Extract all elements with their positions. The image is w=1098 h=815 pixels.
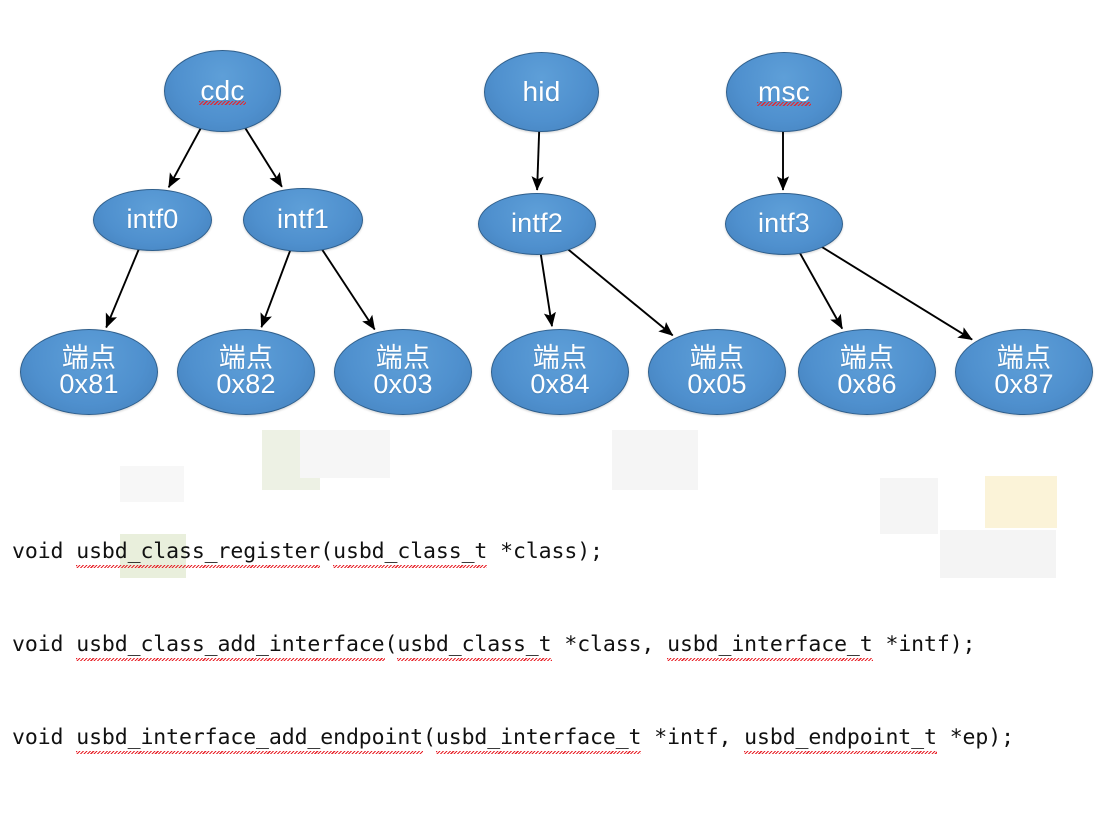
code-token: void — [12, 632, 77, 657]
node-label: intf0 — [126, 204, 179, 235]
code-token-flagged: usbd_class_add_interface — [76, 629, 385, 661]
node-hid: hid — [484, 52, 599, 132]
edge-intf1-to-ep03 — [320, 247, 376, 331]
node-label-address: 0x86 — [837, 369, 897, 399]
code-token: ( — [384, 632, 398, 657]
node-intf2: intf2 — [478, 193, 596, 255]
edge-intf3-to-ep87 — [819, 245, 973, 341]
code-token: *ep); — [936, 725, 1014, 750]
node-label-cn: 端点 — [839, 343, 895, 374]
node-cdc: cdc — [164, 50, 281, 132]
node-label-address: 0x05 — [687, 369, 747, 399]
node-label-address: 0x82 — [216, 369, 276, 399]
code-token: void — [12, 539, 77, 564]
edge-intf1-to-ep82 — [260, 249, 292, 328]
code-line-3: void usbd_interface_add_endpoint(usbd_in… — [12, 722, 1092, 754]
code-token: *intf); — [872, 632, 976, 657]
edge-intf2-to-ep05 — [566, 247, 674, 337]
code-token-flagged: usbd_interface_t — [435, 722, 642, 754]
node-label: intf3 — [757, 208, 811, 239]
api-code-block: void usbd_class_register(usbd_class_t *c… — [12, 474, 1092, 815]
code-token-flagged: usbd_interface_add_endpoint — [76, 722, 423, 754]
code-token: void — [12, 725, 77, 750]
code-token-flagged: usbd_class_t — [397, 629, 552, 661]
node-intf1: intf1 — [243, 188, 363, 252]
code-token-flagged: usbd_class_t — [333, 536, 488, 568]
edge-cdc-to-intf0 — [167, 126, 203, 188]
node-label: msc — [757, 75, 811, 107]
code-token: *class, — [551, 632, 668, 657]
edge-intf2-to-ep84 — [539, 252, 556, 327]
node-label-cn: 端点 — [689, 343, 745, 374]
code-token: *class); — [487, 539, 603, 564]
code-token-flagged: usbd_endpoint_t — [744, 722, 937, 754]
node-label-address: 0x84 — [530, 369, 590, 399]
code-token-flagged: usbd_class_register — [76, 536, 320, 568]
node-label: intf2 — [510, 208, 564, 239]
node-label-address: 0x87 — [994, 369, 1054, 399]
node-label-cn: 端点 — [996, 343, 1052, 374]
code-token: ( — [320, 539, 334, 564]
code-token-flagged: usbd_interface_t — [667, 629, 873, 661]
node-intf3: intf3 — [725, 193, 843, 255]
node-label-address: 0x03 — [373, 369, 433, 399]
code-line-1: void usbd_class_register(usbd_class_t *c… — [12, 536, 1092, 568]
node-label-address: 0x81 — [59, 369, 119, 399]
node-msc: msc — [726, 52, 842, 132]
code-token: *intf, — [641, 725, 745, 750]
node-intf0: intf0 — [93, 189, 212, 251]
edge-hid-to-intf2 — [531, 129, 544, 191]
edge-cdc-to-intf1 — [243, 126, 283, 188]
node-label-cn: 端点 — [61, 343, 117, 374]
code-token: ( — [423, 725, 436, 750]
diagram-edges — [105, 126, 973, 341]
node-label-cn: 端点 — [532, 343, 588, 374]
node-label: cdc — [199, 74, 246, 106]
code-line-2: void usbd_class_add_interface(usbd_class… — [12, 629, 1092, 661]
edge-intf0-to-ep81 — [105, 247, 141, 329]
node-label-cn: 端点 — [375, 343, 431, 374]
node-label: hid — [522, 75, 561, 107]
node-label: intf1 — [276, 204, 330, 235]
node-label-cn: 端点 — [218, 343, 274, 374]
edge-intf3-to-ep86 — [798, 251, 844, 330]
